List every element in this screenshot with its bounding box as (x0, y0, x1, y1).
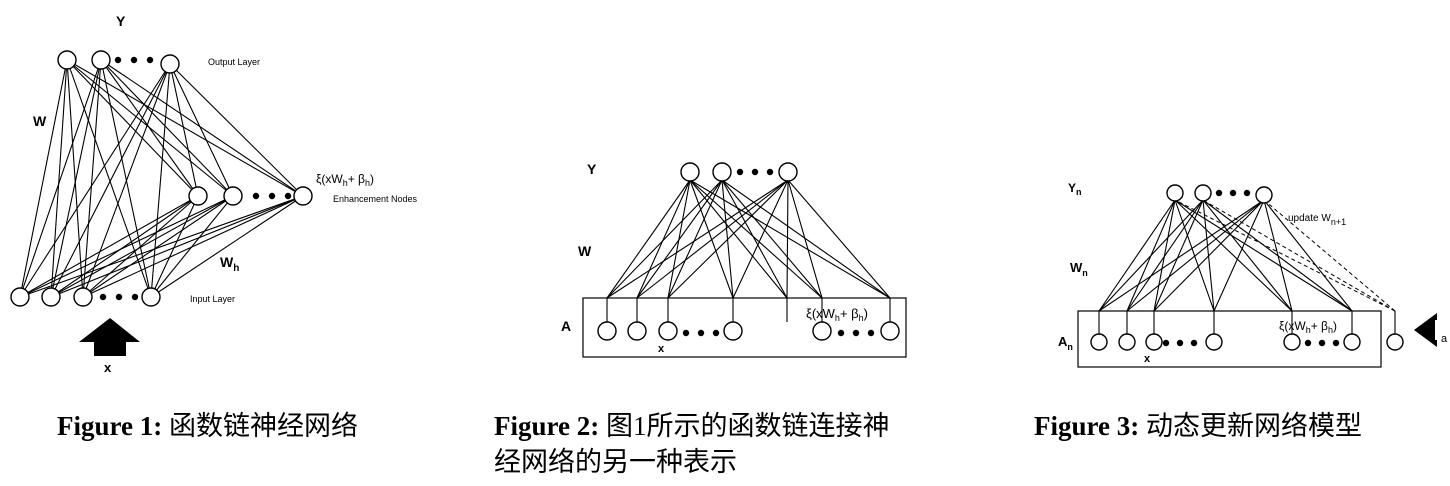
input-node (658, 321, 678, 341)
input-node (141, 287, 161, 307)
output-symbol: Yn (1068, 181, 1082, 197)
ellipsis-dots (1162, 189, 1340, 347)
figure-label: Figure 3: (1034, 411, 1140, 441)
input-node (1118, 333, 1136, 351)
output-node (1194, 184, 1212, 202)
new-input-node (1386, 333, 1404, 351)
figure-1: Y Output Layer W ξ(xWh+ βh) Enhancement … (0, 0, 470, 486)
figure-2-diagram: Y W A x ξ(xWh+ βh) (561, 161, 907, 358)
figure-3-nodes (1090, 184, 1404, 351)
input-node (597, 321, 617, 341)
output-symbol: Y (587, 161, 597, 177)
output-node (1166, 184, 1184, 202)
input-layer-label: Input Layer (190, 294, 235, 304)
enhancement-node (880, 321, 900, 341)
enhancement-node (812, 321, 832, 341)
output-layer-label: Output Layer (208, 57, 260, 67)
output-node (778, 162, 798, 182)
figure-label: Figure 1: (57, 411, 163, 441)
enhancement-formula: ξ(xWh+ βh) (806, 306, 868, 323)
update-edges-dashed (1174, 199, 1396, 312)
figure-2-caption: Figure 2: 图1所示的函数链连接神 经网络的另一种表示 (494, 408, 999, 480)
output-symbol: Y (116, 13, 126, 29)
output-node (680, 162, 700, 182)
new-input-label: a (1441, 333, 1448, 345)
update-label: update Wn+1 (1288, 213, 1346, 227)
enhancement-formula: ξ(xWh+ βh) (1279, 319, 1337, 335)
output-node (160, 54, 180, 74)
input-node (1145, 333, 1163, 351)
input-node (10, 287, 30, 307)
enhancement-node (223, 186, 243, 206)
output-node (57, 50, 77, 70)
output-node (712, 162, 732, 182)
enhancement-formula: ξ(xWh+ βh) (316, 172, 374, 188)
caption-text-line-2: 经网络的另一种表示 (494, 447, 737, 477)
figure-1-nodes (10, 50, 313, 307)
new-input-arrow-icon (1414, 313, 1437, 347)
input-symbol: x (1144, 353, 1151, 365)
hidden-weight-label: Wh (220, 254, 239, 274)
input-symbol: x (104, 360, 112, 375)
input-block-label: An (1058, 334, 1073, 352)
enhancement-node (1283, 333, 1301, 351)
figure-2-edges (606, 179, 891, 322)
ellipsis-dots (682, 168, 875, 337)
figure-1-diagram: Y Output Layer W ξ(xWh+ βh) Enhancement … (10, 13, 418, 375)
input-block (1077, 310, 1382, 368)
figure-3: Yn update Wn+1 Wn An x ξ(xWh+ βh) a Figu… (1030, 0, 1450, 486)
enhancement-node (1343, 333, 1361, 351)
enhancement-node (188, 186, 208, 206)
figure-2: Y W A x ξ(xWh+ βh) Figure 2: 图1所示的函数链连接神… (490, 0, 1010, 486)
figure-3-diagram: Yn update Wn+1 Wn An x ξ(xWh+ βh) a (1058, 181, 1448, 368)
weight-label: W (578, 243, 592, 259)
figure-3-caption: Figure 3: 动态更新网络模型 (1034, 408, 1449, 444)
input-symbol: x (658, 343, 665, 355)
figure-label: Figure 2: (494, 411, 600, 441)
input-node (73, 287, 93, 307)
input-node (723, 321, 743, 341)
input-block-label: A (561, 318, 571, 334)
caption-text: 函数链神经网络 (168, 411, 358, 441)
figure-1-caption: Figure 1: 函数链神经网络 (57, 408, 457, 444)
input-node (627, 321, 647, 341)
figure-1-edges (19, 59, 304, 298)
input-block (582, 297, 907, 358)
ellipsis-dots (99, 56, 292, 301)
weight-label: W (33, 113, 47, 129)
figure-2-nodes (597, 162, 900, 341)
enhancement-node (293, 186, 313, 206)
input-arrow-icon (79, 318, 140, 356)
input-node (1090, 333, 1108, 351)
caption-text-line-1: 图1所示的函数链连接神 (605, 411, 890, 441)
enhancement-nodes-label: Enhancement Nodes (333, 194, 418, 204)
input-node (41, 287, 61, 307)
output-node (91, 50, 111, 70)
input-node (1205, 333, 1223, 351)
output-node (1255, 186, 1273, 204)
figure-3-edges (1098, 199, 1353, 334)
weight-label: Wn (1070, 260, 1088, 278)
caption-text: 动态更新网络模型 (1145, 411, 1362, 441)
